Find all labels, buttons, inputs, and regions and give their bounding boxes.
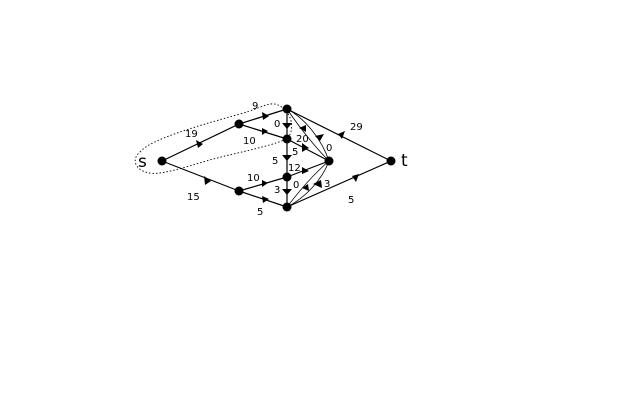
label-d-f: 5 bbox=[257, 207, 263, 218]
node-d bbox=[234, 186, 244, 196]
node-e bbox=[282, 172, 292, 182]
label-f-m: 3 bbox=[324, 179, 330, 190]
node-c bbox=[282, 134, 292, 144]
arrow-b-t bbox=[338, 131, 345, 139]
label-f-e: 0 bbox=[293, 180, 299, 191]
arrow-m-b2 bbox=[299, 125, 306, 132]
label-c-m: 20 bbox=[296, 134, 309, 145]
label-b-c: 0 bbox=[274, 119, 280, 130]
arrow-a-c bbox=[262, 128, 268, 135]
arrow-f-t bbox=[352, 174, 359, 182]
node-s bbox=[157, 156, 167, 166]
arrow-d-f bbox=[262, 196, 269, 203]
sink-label: t bbox=[401, 151, 408, 171]
edge-b-m-2 bbox=[286, 108, 330, 162]
arrow-s-a bbox=[196, 140, 203, 148]
edge-f-m-1 bbox=[286, 160, 330, 208]
arrow-e-f bbox=[282, 189, 292, 195]
label-e-m: 12 bbox=[288, 163, 301, 174]
label-e-f: 3 bbox=[274, 185, 280, 196]
arrow-d-e bbox=[262, 180, 268, 187]
arrow-m-f bbox=[313, 180, 322, 188]
edge-s-d bbox=[161, 160, 240, 192]
node-m bbox=[324, 156, 334, 166]
node-a bbox=[234, 119, 244, 129]
label-f-t: 5 bbox=[348, 195, 354, 206]
node-t bbox=[386, 156, 396, 166]
edge-e-m bbox=[286, 160, 330, 178]
arrow-e-m bbox=[302, 167, 309, 174]
node-f bbox=[282, 202, 292, 212]
arrow-c-e bbox=[282, 155, 292, 161]
label-c-m2: 5 bbox=[292, 147, 298, 158]
label-s-d: 15 bbox=[187, 192, 200, 203]
arrow-m-b bbox=[315, 134, 324, 141]
arrow-s-d bbox=[204, 176, 211, 185]
arrow-c-m bbox=[302, 143, 309, 152]
arrow-b-c bbox=[282, 123, 292, 129]
label-s-a: 19 bbox=[185, 129, 198, 140]
label-a-b: 9 bbox=[252, 101, 258, 112]
node-b bbox=[282, 104, 292, 114]
edge-f-t bbox=[286, 160, 392, 208]
label-c-e: 5 bbox=[272, 156, 278, 167]
label-b-m: 0 bbox=[326, 143, 332, 154]
label-a-c: 10 bbox=[243, 136, 256, 147]
arrow-m-f2 bbox=[302, 184, 309, 191]
edge-c-m bbox=[286, 138, 330, 162]
label-b-t: 29 bbox=[350, 122, 363, 133]
label-d-e: 10 bbox=[247, 173, 260, 184]
edge-b-m-1 bbox=[286, 108, 330, 162]
source-label: s bbox=[138, 152, 147, 172]
edge-s-a bbox=[161, 123, 240, 162]
arrow-a-b bbox=[262, 112, 269, 120]
